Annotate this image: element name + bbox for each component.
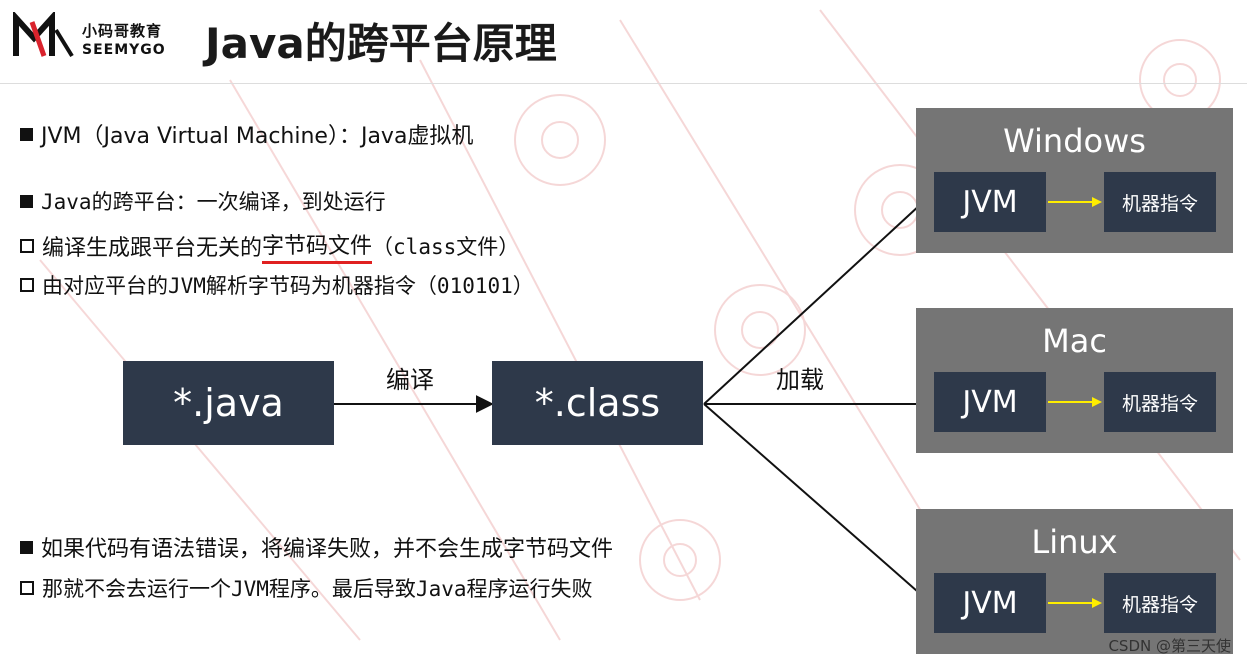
logo-english-text: SEEMYGO — [82, 42, 166, 58]
hollow-square-bullet-icon — [20, 581, 34, 595]
logo-mark-icon — [13, 12, 74, 58]
jvm-box: JVM — [934, 372, 1046, 432]
page-title: Java的跨平台原理 — [205, 19, 557, 68]
load-arrow-linux — [703, 403, 936, 608]
bullet-text-post: （class文件） — [372, 235, 520, 259]
jvm-box: JVM — [934, 172, 1046, 232]
bullet-text: 由对应平台的JVM解析字节码为机器指令（010101） — [42, 274, 534, 298]
logo: 小码哥教育 SEEMYGO — [12, 12, 172, 62]
machine-instruction-box: 机器指令 — [1104, 573, 1216, 633]
class-bytecode-box: *.class — [492, 361, 703, 445]
bullet-jvm-definition: JVM（Java Virtual Machine）：Java虚拟机 — [20, 118, 473, 150]
platform-name: Mac — [1042, 322, 1107, 360]
platform-windows: Windows JVM 机器指令 — [916, 108, 1233, 253]
csdn-credit: CSDN @第三天使 — [1108, 637, 1231, 655]
machine-instruction-box: 机器指令 — [1104, 372, 1216, 432]
hollow-square-bullet-icon — [20, 278, 34, 292]
yellow-arrow-icon — [1048, 598, 1102, 608]
bullet-text: Java的跨平台：一次编译，到处运行 — [41, 190, 386, 214]
square-bullet-icon — [20, 540, 33, 554]
platform-name: Windows — [1003, 122, 1146, 160]
yellow-arrow-icon — [1048, 197, 1102, 207]
platform-name: Linux — [1031, 523, 1118, 561]
load-label: 加载 — [776, 366, 824, 394]
bullet-cross-platform: Java的跨平台：一次编译，到处运行 — [20, 186, 386, 216]
bullet-run-failure: 那就不会去运行一个JVM程序。最后导致Java程序运行失败 — [20, 573, 593, 603]
bullet-text: 如果代码有语法错误，将编译失败，并不会生成字节码文件 — [41, 537, 614, 562]
machine-instruction-box: 机器指令 — [1104, 172, 1216, 232]
java-source-box: *.java — [123, 361, 334, 445]
bullet-jvm-parse: 由对应平台的JVM解析字节码为机器指令（010101） — [20, 270, 534, 300]
yellow-arrow-icon — [1048, 397, 1102, 407]
bullet-compile-error: 如果代码有语法错误，将编译失败，并不会生成字节码文件 — [20, 531, 613, 563]
logo-chinese-text: 小码哥教育 — [82, 22, 163, 40]
hollow-square-bullet-icon — [20, 239, 34, 253]
square-bullet-icon — [20, 127, 33, 141]
bullet-text: 那就不会去运行一个JVM程序。最后导致Java程序运行失败 — [42, 577, 593, 601]
square-bullet-icon — [20, 194, 33, 208]
header-divider — [0, 83, 1247, 84]
jvm-box: JVM — [934, 573, 1046, 633]
bullet-text: JVM（Java Virtual Machine）：Java虚拟机 — [41, 124, 474, 149]
bullet-text-underlined: 字节码文件 — [262, 228, 373, 264]
bullet-bytecode: 编译生成跟平台无关的 字节码文件 （class文件） — [20, 228, 519, 264]
platform-mac: Mac JVM 机器指令 — [916, 308, 1233, 453]
compile-label: 编译 — [386, 366, 434, 394]
platform-linux: Linux JVM 机器指令 — [916, 509, 1233, 654]
bullet-text-pre: 编译生成跟平台无关的 — [42, 236, 263, 261]
